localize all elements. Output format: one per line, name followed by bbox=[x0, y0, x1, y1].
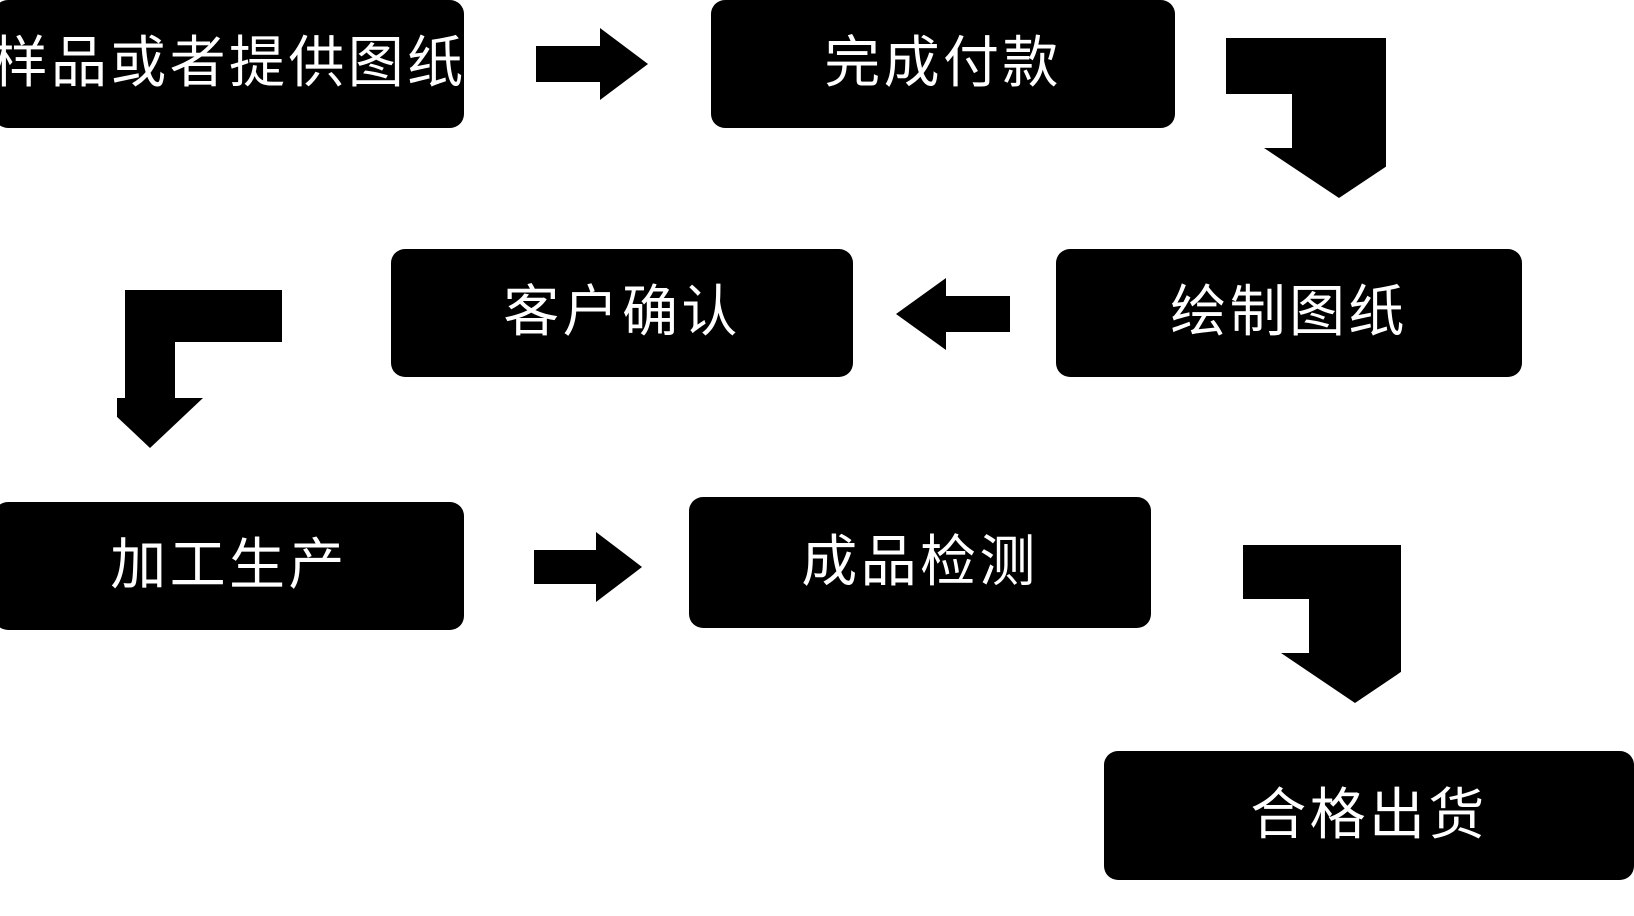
arrow-payment-to-drawing bbox=[1226, 38, 1386, 198]
flow-node-label: 客户确认 bbox=[503, 280, 741, 345]
flow-node-label: 绘制图纸 bbox=[1170, 280, 1408, 345]
arrow-inspection-to-shipment bbox=[1243, 545, 1401, 703]
flow-node-sample-or-drawing[interactable]: 样品或者提供图纸 bbox=[0, 0, 464, 128]
arrow-sample-to-payment bbox=[536, 28, 648, 100]
arrow-drawing-to-confirm bbox=[896, 278, 1010, 350]
flow-node-customer-confirm[interactable]: 客户确认 bbox=[391, 249, 853, 377]
flow-node-label: 成品检测 bbox=[801, 529, 1039, 595]
arrow-left-icon bbox=[896, 278, 1010, 350]
flow-node-label: 加工生产 bbox=[110, 533, 348, 598]
flow-node-complete-payment[interactable]: 完成付款 bbox=[711, 0, 1175, 128]
arrow-elbow-right-down-icon bbox=[1226, 38, 1386, 198]
arrow-right-icon bbox=[534, 532, 642, 602]
flow-node-label: 完成付款 bbox=[824, 31, 1062, 96]
arrow-production-to-inspection bbox=[534, 532, 642, 602]
arrow-elbow-left-down-icon bbox=[117, 290, 282, 448]
flow-node-qualified-shipment[interactable]: 合格出货 bbox=[1104, 751, 1634, 880]
arrow-elbow-right-down-icon bbox=[1243, 545, 1401, 703]
flow-node-finished-inspection[interactable]: 成品检测 bbox=[689, 497, 1151, 628]
flow-node-label: 合格出货 bbox=[1250, 782, 1488, 848]
arrow-right-icon bbox=[536, 28, 648, 100]
flow-node-draw-drawings[interactable]: 绘制图纸 bbox=[1056, 249, 1522, 377]
flow-node-label: 样品或者提供图纸 bbox=[0, 31, 467, 96]
arrow-confirm-to-production bbox=[117, 290, 282, 448]
flow-node-processing-production[interactable]: 加工生产 bbox=[0, 502, 464, 630]
